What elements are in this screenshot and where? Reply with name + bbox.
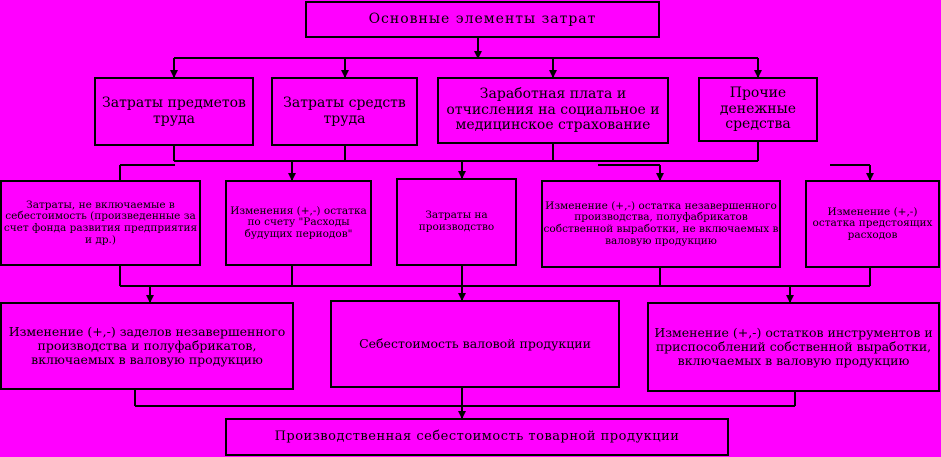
level4-box: Изменение (+,-) остатков инструментов и … [647,302,940,392]
level3-box: Затраты, не включаемые в себестоимость (… [0,180,201,266]
level3-box: Изменения (+,-) остатка по счету "Расход… [225,180,372,266]
level2-box: Заработная плата и отчисления на социаль… [437,77,669,144]
level2-box: Затраты средств труда [271,77,418,146]
level3-box: Изменение (+,-) остатка незавершенного п… [541,180,781,268]
level4-box: Себестоимость валовой продукции [330,300,620,388]
level3-box: Затраты на производство [396,178,517,266]
level4-box: Изменение (+,-) заделов незавершенного п… [0,302,294,390]
level2-box: Прочие денежные средства [698,77,818,142]
level2-box: Затраты предметов труда [94,77,254,146]
level3-box: Изменение (+,-) остатка предстоящих расх… [805,180,940,268]
bottom-box: Производственная себестоимость товарной … [225,418,729,456]
root-box: Основные элементы затрат [305,1,660,38]
